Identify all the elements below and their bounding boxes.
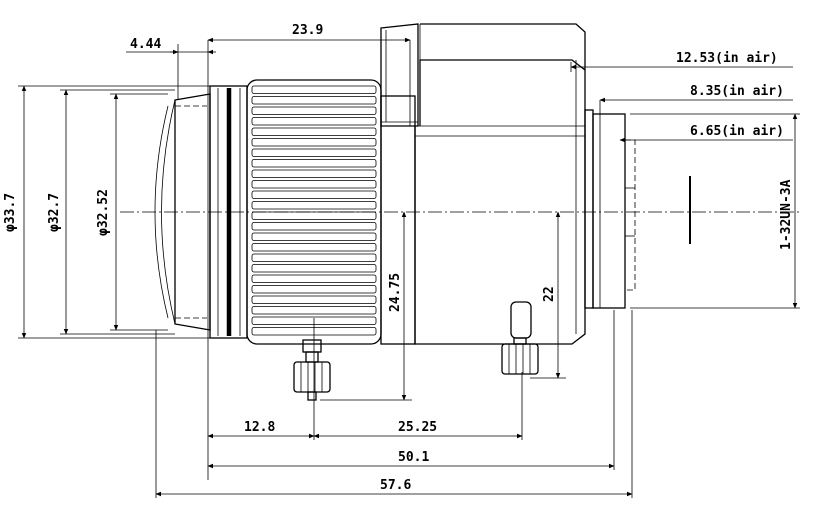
dim-25-25: 25.25	[398, 420, 437, 435]
focus-lock-screw	[293, 339, 331, 401]
knurl-groove	[251, 190, 377, 199]
dim-6-65: 6.65(in air)	[690, 124, 784, 139]
knurl-groove	[251, 274, 377, 283]
dim-23-9: 23.9	[292, 23, 323, 38]
thread-section	[592, 113, 626, 309]
knurl-groove	[251, 138, 377, 147]
iris-lock-screw	[501, 301, 539, 375]
main-barrel	[414, 59, 586, 345]
knurl-groove	[251, 106, 377, 115]
dim-thread: 1-32UN-3A	[779, 179, 794, 250]
focus-ring-knurling	[251, 85, 377, 336]
dim-50-1: 50.1	[398, 450, 429, 465]
knurl-groove	[251, 222, 377, 231]
knurl-groove	[251, 96, 377, 105]
top-bump	[380, 23, 419, 127]
knurl-groove	[251, 264, 377, 273]
rear-lens-outline	[624, 139, 636, 291]
dim-phi-33-7: φ33.7	[3, 193, 18, 232]
knurl-groove	[251, 85, 377, 94]
dim-12-53: 12.53(in air)	[676, 51, 778, 66]
dim-phi-32-7: φ32.7	[47, 193, 62, 232]
knurl-groove	[251, 232, 377, 241]
dimension-labels: 4.44 23.9 12.53(in air) 8.35(in air) 6.6…	[3, 23, 794, 493]
dim-57-6: 57.6	[380, 478, 411, 493]
knurl-groove	[251, 180, 377, 189]
knurl-groove	[251, 285, 377, 294]
knurl-groove	[251, 295, 377, 304]
knurl-groove	[251, 243, 377, 252]
dim-8-35: 8.35(in air)	[690, 84, 784, 99]
knurl-groove	[251, 253, 377, 262]
dim-12-8: 12.8	[244, 420, 275, 435]
dim-22: 22	[542, 286, 557, 302]
knurl-groove	[251, 159, 377, 168]
dim-phi-32-52: φ32.52	[96, 189, 111, 236]
mount-flange	[584, 109, 594, 309]
knurl-groove	[251, 169, 377, 178]
knurl-groove	[251, 306, 377, 315]
knurl-groove	[251, 211, 377, 220]
knurl-groove	[251, 148, 377, 157]
dimension-lines	[18, 37, 800, 498]
dim-24-75: 24.75	[388, 273, 403, 312]
knurl-groove	[251, 127, 377, 136]
knurl-groove	[251, 201, 377, 210]
lens-body	[154, 23, 691, 401]
knurl-groove	[251, 117, 377, 126]
dim-4-44: 4.44	[130, 37, 161, 52]
